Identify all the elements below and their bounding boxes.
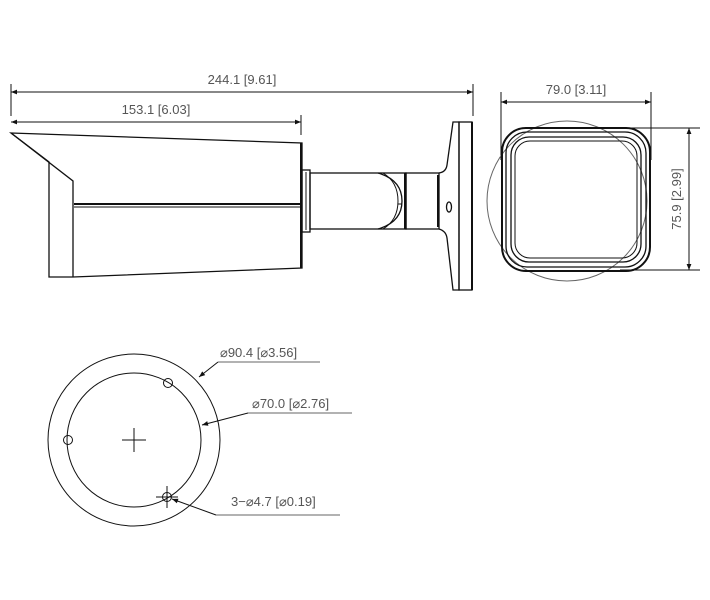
front-view: 79.0 [3.11] 75.9 [2.99] bbox=[486, 82, 700, 282]
bolt-circle-label: ⌀70.0 [⌀2.76] bbox=[252, 396, 329, 411]
mounting-holes-label: 3−⌀4.7 [⌀0.19] bbox=[231, 494, 316, 509]
height-label: 75.9 [2.99] bbox=[669, 168, 684, 229]
mounting-hole-marked bbox=[156, 486, 178, 508]
body-length-dimension: 153.1 [6.03] bbox=[11, 102, 302, 135]
body-length-label: 153.1 [6.03] bbox=[122, 102, 191, 117]
overall-length-label: 244.1 [9.61] bbox=[208, 72, 277, 87]
mounting-hole bbox=[63, 435, 73, 445]
bolt-circle-callout: ⌀70.0 [⌀2.76] bbox=[201, 396, 352, 426]
width-label: 79.0 [3.11] bbox=[546, 82, 606, 97]
center-mark bbox=[122, 428, 146, 452]
front-housing bbox=[486, 120, 651, 282]
camera-body bbox=[8, 132, 303, 278]
side-view: 244.1 [9.61] 153.1 [6.03] bbox=[8, 72, 474, 291]
base-view: ⌀90.4 [⌀3.56] ⌀70.0 [⌀2.76] 3−⌀4.7 [⌀0.1… bbox=[47, 345, 352, 527]
mount-arm bbox=[301, 121, 473, 291]
base-outer-circle bbox=[47, 353, 221, 527]
mounting-hole bbox=[163, 378, 173, 388]
outer-diameter-callout: ⌀90.4 [⌀3.56] bbox=[198, 345, 320, 378]
height-dimension: 75.9 [2.99] bbox=[620, 127, 700, 271]
width-dimension: 79.0 [3.11] bbox=[500, 82, 652, 160]
outer-diameter-label: ⌀90.4 [⌀3.56] bbox=[220, 345, 297, 360]
overall-length-dimension: 244.1 [9.61] bbox=[10, 72, 474, 116]
mounting-holes-callout: 3−⌀4.7 [⌀0.19] bbox=[171, 494, 340, 516]
bolt-circle bbox=[66, 372, 202, 508]
